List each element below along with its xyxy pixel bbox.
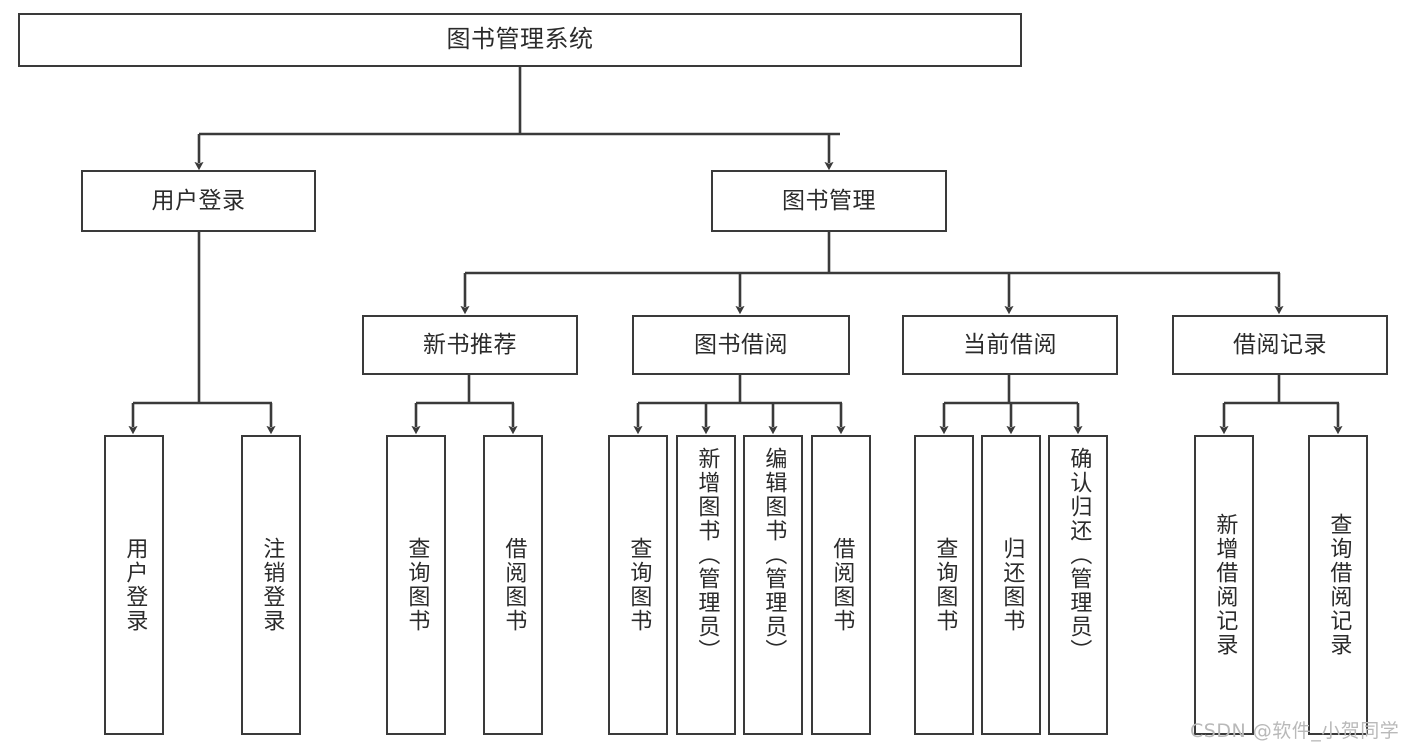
node-root-system[interactable]: 图书管理系统 [18, 13, 1022, 67]
node-label: 确认归还（管理员） [1066, 447, 1092, 663]
leaf-query-book-2[interactable]: 查询图书 [608, 435, 668, 735]
node-label: 图书借阅 [694, 331, 788, 358]
node-book-manage[interactable]: 图书管理 [711, 170, 947, 232]
node-book-borrow[interactable]: 图书借阅 [632, 315, 850, 375]
node-label: 图书管理系统 [446, 25, 594, 54]
node-label: 归还图书 [999, 537, 1025, 633]
leaf-add-book[interactable]: 新增图书（管理员） [676, 435, 736, 735]
node-borrow-record[interactable]: 借阅记录 [1172, 315, 1388, 375]
leaf-add-record[interactable]: 新增借阅记录 [1194, 435, 1254, 735]
node-label: 查询图书 [932, 537, 958, 633]
leaf-edit-book[interactable]: 编辑图书（管理员） [743, 435, 803, 735]
node-label: 用户登录 [151, 187, 246, 214]
node-label: 查询图书 [404, 537, 430, 633]
node-new-book-recommend[interactable]: 新书推荐 [362, 315, 578, 375]
node-label: 借阅图书 [501, 537, 527, 633]
leaf-logout-login[interactable]: 注销登录 [241, 435, 301, 735]
node-label: 查询图书 [626, 537, 652, 633]
leaf-user-login[interactable]: 用户登录 [104, 435, 164, 735]
node-label: 新书推荐 [423, 331, 517, 358]
node-label: 借阅图书 [829, 537, 855, 633]
leaf-query-record[interactable]: 查询借阅记录 [1308, 435, 1368, 735]
node-label: 用户登录 [122, 537, 148, 633]
leaf-borrow-book-2[interactable]: 借阅图书 [811, 435, 871, 735]
csdn-watermark: CSDN @软件_小贺同学 [1190, 720, 1400, 742]
node-label: 图书管理 [782, 187, 876, 214]
node-label: 编辑图书（管理员） [761, 447, 787, 663]
node-label: 当前借阅 [963, 331, 1057, 358]
node-label: 新增图书（管理员） [694, 447, 720, 663]
node-label: 注销登录 [259, 537, 285, 633]
node-label: 查询借阅记录 [1326, 513, 1352, 657]
leaf-confirm-return[interactable]: 确认归还（管理员） [1048, 435, 1108, 735]
node-user-login[interactable]: 用户登录 [81, 170, 316, 232]
node-current-borrow[interactable]: 当前借阅 [902, 315, 1118, 375]
node-label: 借阅记录 [1233, 331, 1327, 358]
leaf-borrow-book-1[interactable]: 借阅图书 [483, 435, 543, 735]
leaf-query-book-3[interactable]: 查询图书 [914, 435, 974, 735]
leaf-query-book-1[interactable]: 查询图书 [386, 435, 446, 735]
leaf-return-book[interactable]: 归还图书 [981, 435, 1041, 735]
node-label: 新增借阅记录 [1212, 513, 1238, 657]
